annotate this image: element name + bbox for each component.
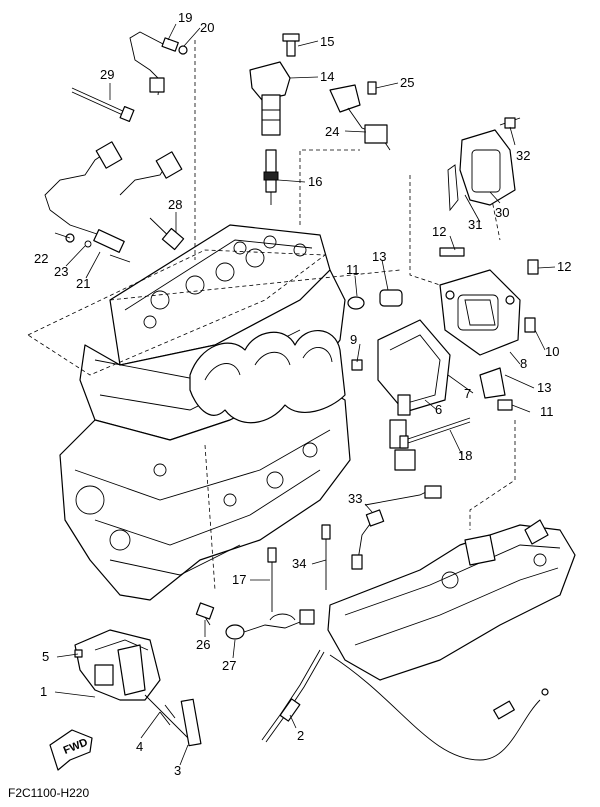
bolt-29: [71, 87, 135, 123]
fwd-arrow: FWD: [49, 729, 93, 771]
callout-6: 6: [435, 402, 442, 417]
callout-26: 26: [196, 637, 210, 652]
callout-17: 17: [232, 572, 246, 587]
callout-1: 1: [40, 684, 47, 699]
callout-8: 8: [520, 356, 527, 371]
sensor-21: [49, 209, 131, 263]
callout-18: 18: [458, 448, 472, 463]
callout-34: 34: [292, 556, 306, 571]
callout-7: 7: [464, 386, 471, 401]
callout-21: 21: [76, 276, 90, 291]
callout-32: 32: [516, 148, 530, 163]
callout-30: 30: [495, 205, 509, 220]
callout-22: 22: [34, 251, 48, 266]
exhaust-pipe: [327, 519, 576, 681]
callout-15: 15: [320, 34, 334, 49]
callout-12b: 12: [557, 259, 571, 274]
cable-27: [225, 609, 315, 640]
callout-numbers: 19 20 15 14 25 29 24 32 16 28 30 31 12 2…: [34, 10, 571, 778]
callout-10: 10: [545, 344, 559, 359]
callout-4: 4: [136, 739, 143, 754]
assembly-30: [447, 117, 521, 212]
callout-5: 5: [42, 649, 49, 664]
callout-13b: 13: [537, 380, 551, 395]
engine-block: [59, 224, 351, 601]
sensor-26: [195, 602, 215, 626]
callout-13a: 13: [372, 249, 386, 264]
callout-23: 23: [54, 264, 68, 279]
diagram-code: F2C1100-H220: [8, 786, 89, 800]
callout-2: 2: [297, 728, 304, 743]
callout-31: 31: [468, 217, 482, 232]
ecu-module: [351, 319, 513, 471]
callout-24: 24: [325, 124, 339, 139]
callout-19: 19: [178, 10, 192, 25]
sensor-24: [329, 81, 391, 151]
callout-3: 3: [174, 763, 181, 778]
callout-29: 29: [100, 67, 114, 82]
bolt-18: [399, 417, 471, 449]
callout-16: 16: [308, 174, 322, 189]
throttle-bracket: [74, 629, 202, 747]
callout-20: 20: [200, 20, 214, 35]
sensor-28: [44, 141, 185, 251]
callout-11b: 11: [540, 404, 554, 419]
callout-11a: 11: [346, 262, 360, 277]
ignition-coil: [249, 33, 300, 205]
sensor-19: [129, 31, 188, 96]
callout-28: 28: [168, 197, 182, 212]
sensor-33: [351, 485, 442, 570]
throttle-body: [347, 247, 539, 356]
cable-tie-17: [267, 547, 277, 612]
callout-14: 14: [320, 69, 334, 84]
leader-lines: [54, 23, 556, 766]
callout-9: 9: [350, 332, 357, 347]
callout-25: 25: [400, 75, 414, 90]
callout-33: 33: [348, 491, 362, 506]
throttle-cable: [261, 649, 549, 761]
cable-tie-34: [321, 524, 331, 590]
callout-27: 27: [222, 658, 236, 673]
callout-12a: 12: [432, 224, 446, 239]
